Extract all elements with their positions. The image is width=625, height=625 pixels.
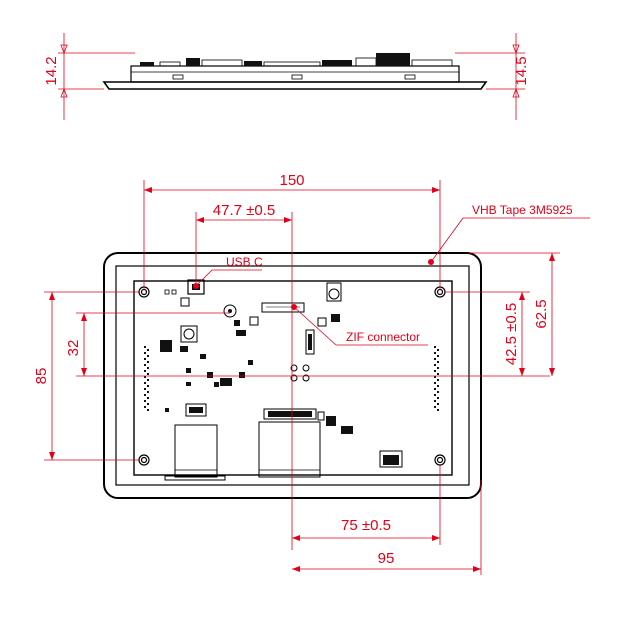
dim-right-offset: 42.5 ±0.5 xyxy=(444,291,530,376)
flex-cable-left xyxy=(164,403,226,481)
mounting-hole-tr xyxy=(434,286,446,298)
callout-usb-c: USB C xyxy=(193,255,263,289)
dim-right-overall: 62.5 xyxy=(470,252,560,376)
dim-top-right: 14.5 xyxy=(455,33,530,120)
dim-bottom-offset-label: 75 ±0.5 xyxy=(341,517,391,534)
callout-vhb-tape-label: VHB Tape 3M5925 xyxy=(472,203,573,217)
dim-left-usb-label: 32 xyxy=(65,340,82,357)
dim-left-span: 85 xyxy=(33,291,140,461)
dim-usb-offset-label: 47.7 ±0.5 xyxy=(213,202,275,219)
right-pin-header xyxy=(434,346,439,411)
dim-usb-offset: 47.7 ±0.5 xyxy=(195,202,293,550)
side-view xyxy=(102,53,488,90)
dim-bottom-offset: 75 ±0.5 xyxy=(292,465,441,545)
dim-top-left-label: 14.2 xyxy=(43,56,60,85)
callout-usb-c-label: USB C xyxy=(226,255,263,269)
flex-cable-middle xyxy=(258,408,353,478)
dim-left-usb: 32 xyxy=(65,312,550,377)
bottom-right-connector xyxy=(379,450,403,468)
dim-top-left: 14.2 xyxy=(43,33,135,120)
dim-top-right-label: 14.5 xyxy=(513,56,530,85)
mounting-hole-bl xyxy=(138,454,150,466)
callout-vhb-tape: VHB Tape 3M5925 xyxy=(428,203,590,265)
dim-overall-width-label: 150 xyxy=(279,172,304,189)
dim-overall-width: 150 xyxy=(143,172,441,290)
dim-bottom-overall-label: 95 xyxy=(378,550,395,567)
callout-zif-connector-label: ZIF connector xyxy=(346,330,420,344)
mounting-hole-br xyxy=(434,454,446,466)
dim-left-span-label: 85 xyxy=(33,368,50,385)
dim-right-overall-label: 62.5 xyxy=(533,299,550,328)
board-view xyxy=(103,252,482,499)
dim-right-offset-label: 42.5 ±0.5 xyxy=(503,303,520,365)
callout-zif-connector: ZIF connector xyxy=(291,304,428,346)
left-pin-header xyxy=(144,346,149,411)
dim-bottom-overall: 95 xyxy=(292,480,482,575)
